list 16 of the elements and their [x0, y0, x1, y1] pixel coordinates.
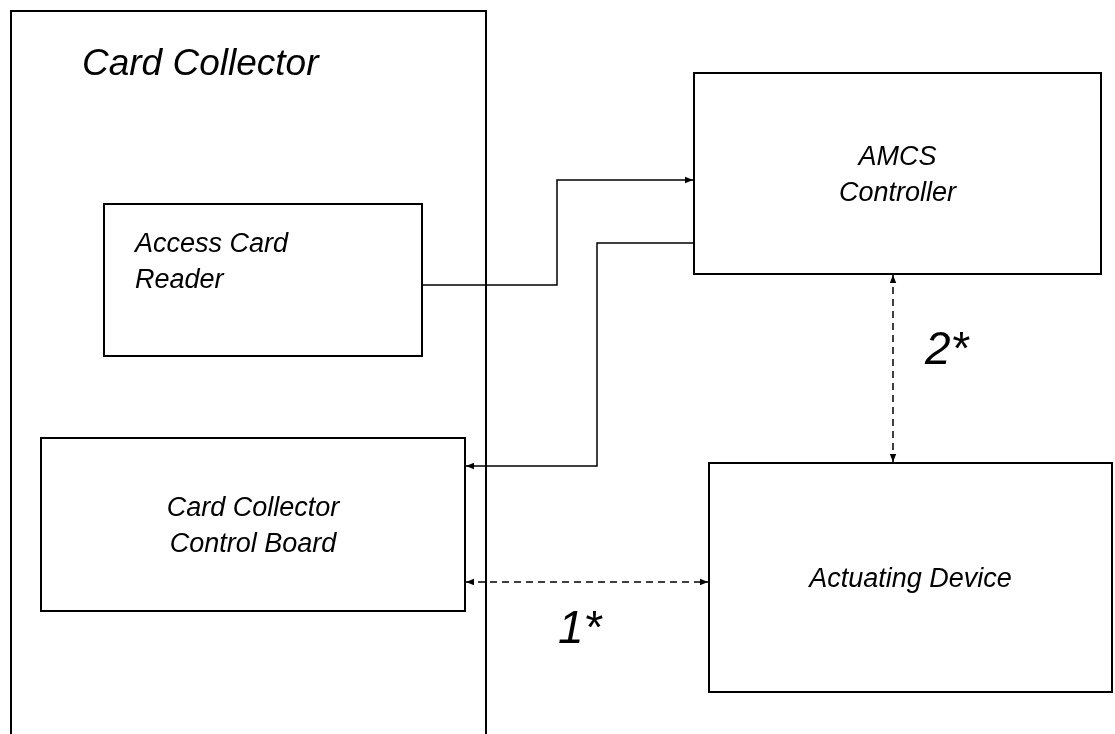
box-label: Actuating Device	[809, 561, 1012, 595]
box-label: Card Collector Control Board	[165, 490, 341, 560]
box-label: Access Card Reader	[135, 228, 289, 294]
dashed-arrow	[889, 274, 897, 463]
enclosure-box	[10, 10, 487, 734]
arrow	[422, 176, 694, 286]
box-label: AMCS Controller	[837, 139, 958, 209]
component-box	[708, 462, 1113, 693]
arrow	[465, 242, 694, 470]
component-box	[693, 72, 1102, 275]
dashed-arrow	[465, 578, 709, 586]
edge-label: 1*	[558, 604, 602, 650]
box-label: Card Collector	[82, 42, 319, 83]
component-box	[103, 203, 423, 357]
component-box	[40, 437, 466, 612]
edge-label: 2*	[925, 325, 969, 371]
